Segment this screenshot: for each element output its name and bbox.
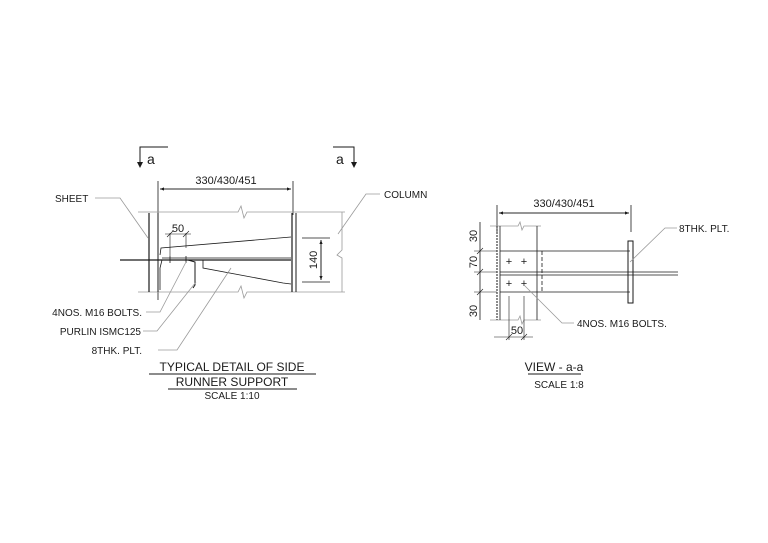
label-plate: 8THK. PLT. xyxy=(92,346,142,357)
bolt-pitch-dimension: 50 xyxy=(165,223,191,256)
svg-text:+: + xyxy=(506,278,512,290)
left-title-line2: RUNNER SUPPORT xyxy=(176,375,289,389)
depth-dimension: 140 xyxy=(302,237,330,283)
bolt-pitch-text: 50 xyxy=(172,223,184,235)
label-column: COLUMN xyxy=(384,190,427,201)
label-purlin: PURLIN ISMC125 xyxy=(60,327,142,338)
section-marker-left-label: a xyxy=(147,151,155,167)
section-marker-right-label: a xyxy=(336,151,344,167)
right-detail: 330/430/451 + + + + 30 70 30 xyxy=(468,198,729,391)
depth-text: 140 xyxy=(308,251,320,269)
left-title-line1: TYPICAL DETAIL OF SIDE xyxy=(160,360,305,374)
view-span-text: 330/430/451 xyxy=(533,198,594,210)
label-bolts: 4NOS. M16 BOLTS. xyxy=(52,308,142,319)
view-label-plate: 8THK. PLT. xyxy=(679,224,729,235)
bolt-group: + + + + xyxy=(506,256,527,290)
svg-text:+: + xyxy=(521,278,527,290)
svg-text:+: + xyxy=(506,256,512,268)
view-dim-mid: 70 xyxy=(468,256,480,268)
view-dim-top: 30 xyxy=(468,230,480,242)
view-title: VIEW - a-a xyxy=(525,360,584,374)
view-label-bolts: 4NOS. M16 BOLTS. xyxy=(577,319,667,330)
label-sheet: SHEET xyxy=(55,194,88,205)
left-scale: SCALE 1:10 xyxy=(204,391,259,402)
svg-text:+: + xyxy=(521,256,527,268)
view-dim-bottom: 30 xyxy=(468,305,480,317)
view-scale: SCALE 1:8 xyxy=(534,380,584,391)
section-marker-left: a xyxy=(137,146,168,168)
section-marker-right: a xyxy=(333,146,357,168)
view-bolt-gauge: 50 xyxy=(511,325,523,337)
left-detail: a a 330/430/451 xyxy=(52,146,427,402)
span-dimension-text: 330/430/451 xyxy=(195,175,256,187)
